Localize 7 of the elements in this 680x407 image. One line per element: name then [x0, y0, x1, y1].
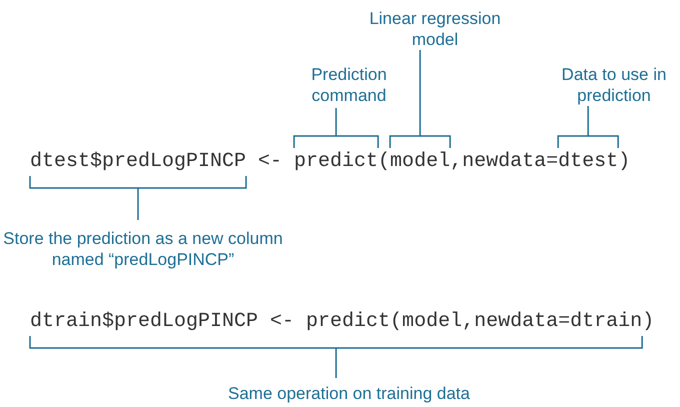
callout-text: Data to use in prediction	[560, 64, 668, 106]
callout-text: Linear regression model	[368, 8, 502, 50]
callout-text: Same operation on training data	[227, 383, 471, 404]
code-line: dtrain$predLogPINCP <- predict(model,newdata=dtrain)	[30, 310, 654, 334]
callout-text: Store the prediction as a new column named “predLogPINCP”	[3, 228, 283, 270]
callout-text: Prediction command	[310, 64, 388, 106]
code-line: dtest$predLogPINCP <- predict(model,newdata=dtest)	[30, 150, 630, 174]
